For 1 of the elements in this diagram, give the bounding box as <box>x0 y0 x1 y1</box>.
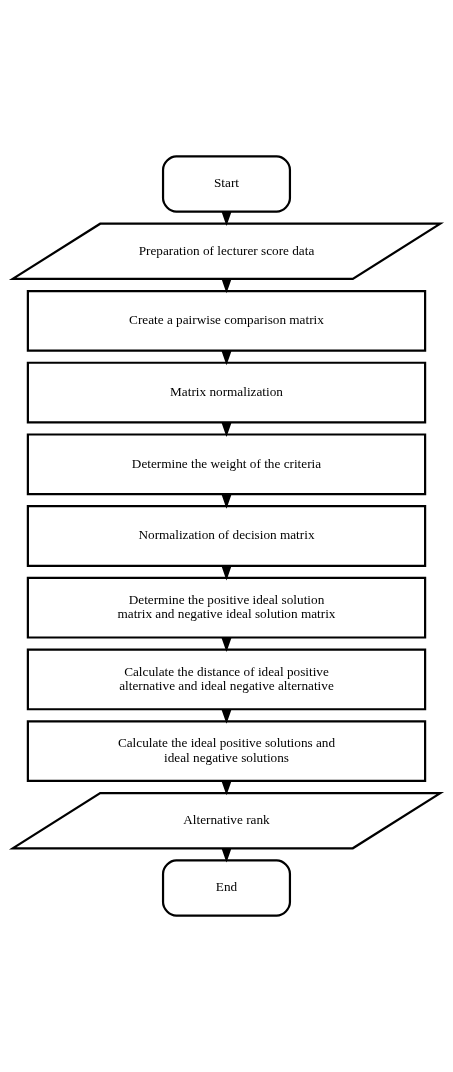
node-box: End <box>161 859 292 917</box>
